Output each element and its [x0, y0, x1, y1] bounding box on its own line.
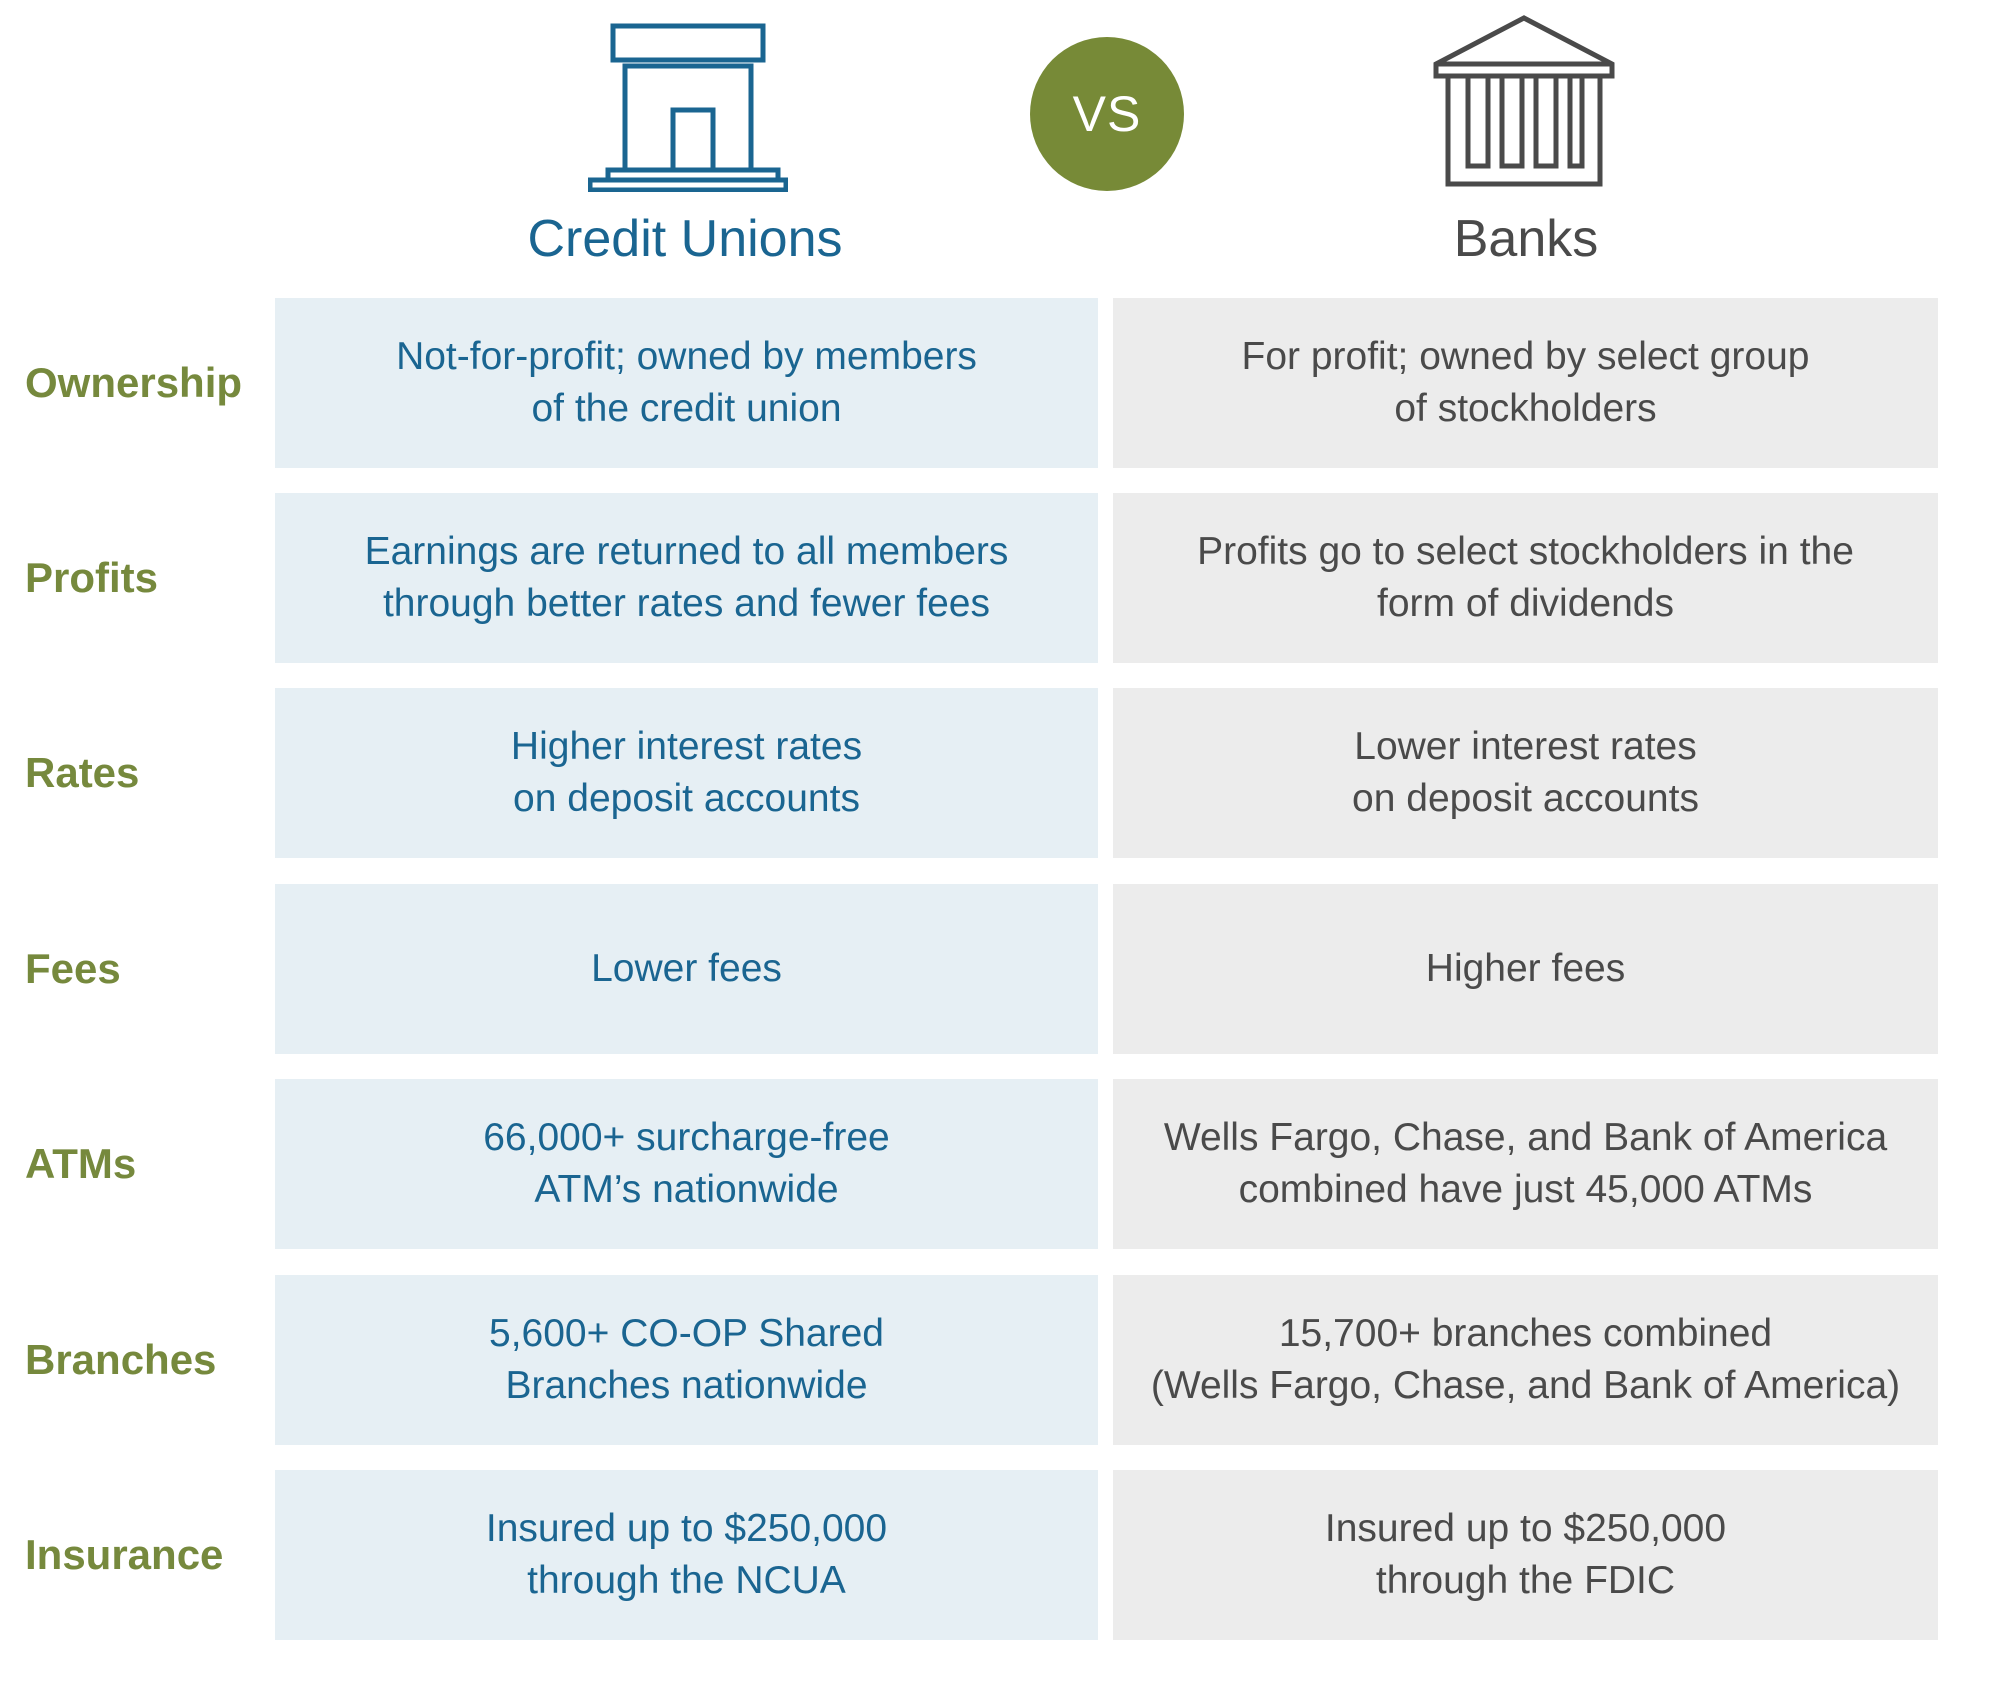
credit-union-cell-rates: Higher interest rates on deposit accounts — [275, 688, 1098, 858]
bank-cell-insurance: Insured up to $250,000 through the FDIC — [1113, 1470, 1938, 1640]
building-icon — [588, 23, 788, 192]
cell-text-line: 5,600+ CO-OP Shared — [489, 1312, 884, 1355]
cell-text-line: 66,000+ surcharge-free — [483, 1116, 890, 1159]
row-label-ownership: Ownership — [25, 359, 243, 406]
cell-text-line: Not-for-profit; owned by members — [396, 335, 977, 378]
row-label-fees: Fees — [25, 945, 121, 992]
cell-text-line: 15,700+ branches combined — [1278, 1312, 1773, 1355]
bank-cell-rates: Lower interest rates on deposit accounts — [1113, 688, 1938, 858]
credit-unions-title: Credit Unions — [527, 210, 843, 268]
cell-text-line: Higher fees — [1425, 947, 1626, 990]
cell-text-line: on deposit accounts — [1352, 777, 1699, 820]
cell-text-line: (Wells Fargo, Chase, and Bank of America… — [1150, 1364, 1901, 1407]
cell-text-line: through the NCUA — [527, 1559, 846, 1602]
cell-text-line: through better rates and fewer fees — [382, 582, 991, 625]
row-label-insurance: Insurance — [25, 1531, 224, 1578]
cell-text-line: Lower interest rates — [1354, 725, 1697, 768]
bank-columns-icon — [1433, 15, 1615, 187]
row-label-rates: Rates — [25, 749, 140, 796]
credit-union-cell-insurance: Insured up to $250,000 through the NCUA — [275, 1470, 1098, 1640]
banks-title: Banks — [1453, 210, 1599, 268]
cell-text-line: combined have just 45,000 ATMs — [1238, 1168, 1813, 1211]
bank-cell-atms: Wells Fargo, Chase, and Bank of America c… — [1113, 1079, 1938, 1249]
row-label-branches: Branches — [25, 1336, 217, 1383]
bank-cell-fees: Higher fees — [1113, 884, 1938, 1054]
bank-cell-ownership: For profit; owned by select group of stoc… — [1113, 298, 1938, 468]
credit-union-cell-profits: Earnings are returned to all members thro… — [275, 493, 1098, 663]
cell-text-line: Lower fees — [591, 947, 782, 990]
cell-text-line: Insured up to $250,000 — [1324, 1507, 1727, 1550]
credit-union-cell-ownership: Not-for-profit; owned by members of the c… — [275, 298, 1098, 468]
cell-text-line: on deposit accounts — [513, 777, 860, 820]
credit-union-cell-fees: Lower fees — [275, 884, 1098, 1054]
cell-text-line: Higher interest rates — [510, 725, 863, 768]
row-label-atms: ATMs — [25, 1140, 137, 1187]
cell-text-line: For profit; owned by select group — [1241, 335, 1810, 378]
vs-label: VS — [1072, 86, 1142, 142]
cell-text-line: ATM’s nationwide — [534, 1168, 839, 1211]
bank-cell-profits: Profits go to select stockholders in the… — [1113, 493, 1938, 663]
cell-text-line: through the FDIC — [1375, 1559, 1676, 1602]
cell-text-line: of stockholders — [1394, 387, 1657, 430]
row-label-profits: Profits — [25, 554, 159, 601]
cell-text-line: Branches nationwide — [505, 1364, 868, 1407]
cell-text-line: Insured up to $250,000 — [485, 1507, 888, 1550]
cell-text-line: form of dividends — [1377, 582, 1674, 625]
cell-text-line: Earnings are returned to all members — [364, 530, 1009, 573]
bank-cell-branches: 15,700+ branches combined (Wells Fargo, C… — [1113, 1275, 1938, 1445]
cell-text-line: Profits go to select stockholders in the — [1197, 530, 1854, 573]
vs-badge: VS — [1030, 37, 1184, 191]
cell-text-line: of the credit union — [531, 387, 842, 430]
cell-text-line: Wells Fargo, Chase, and Bank of America — [1163, 1116, 1888, 1159]
